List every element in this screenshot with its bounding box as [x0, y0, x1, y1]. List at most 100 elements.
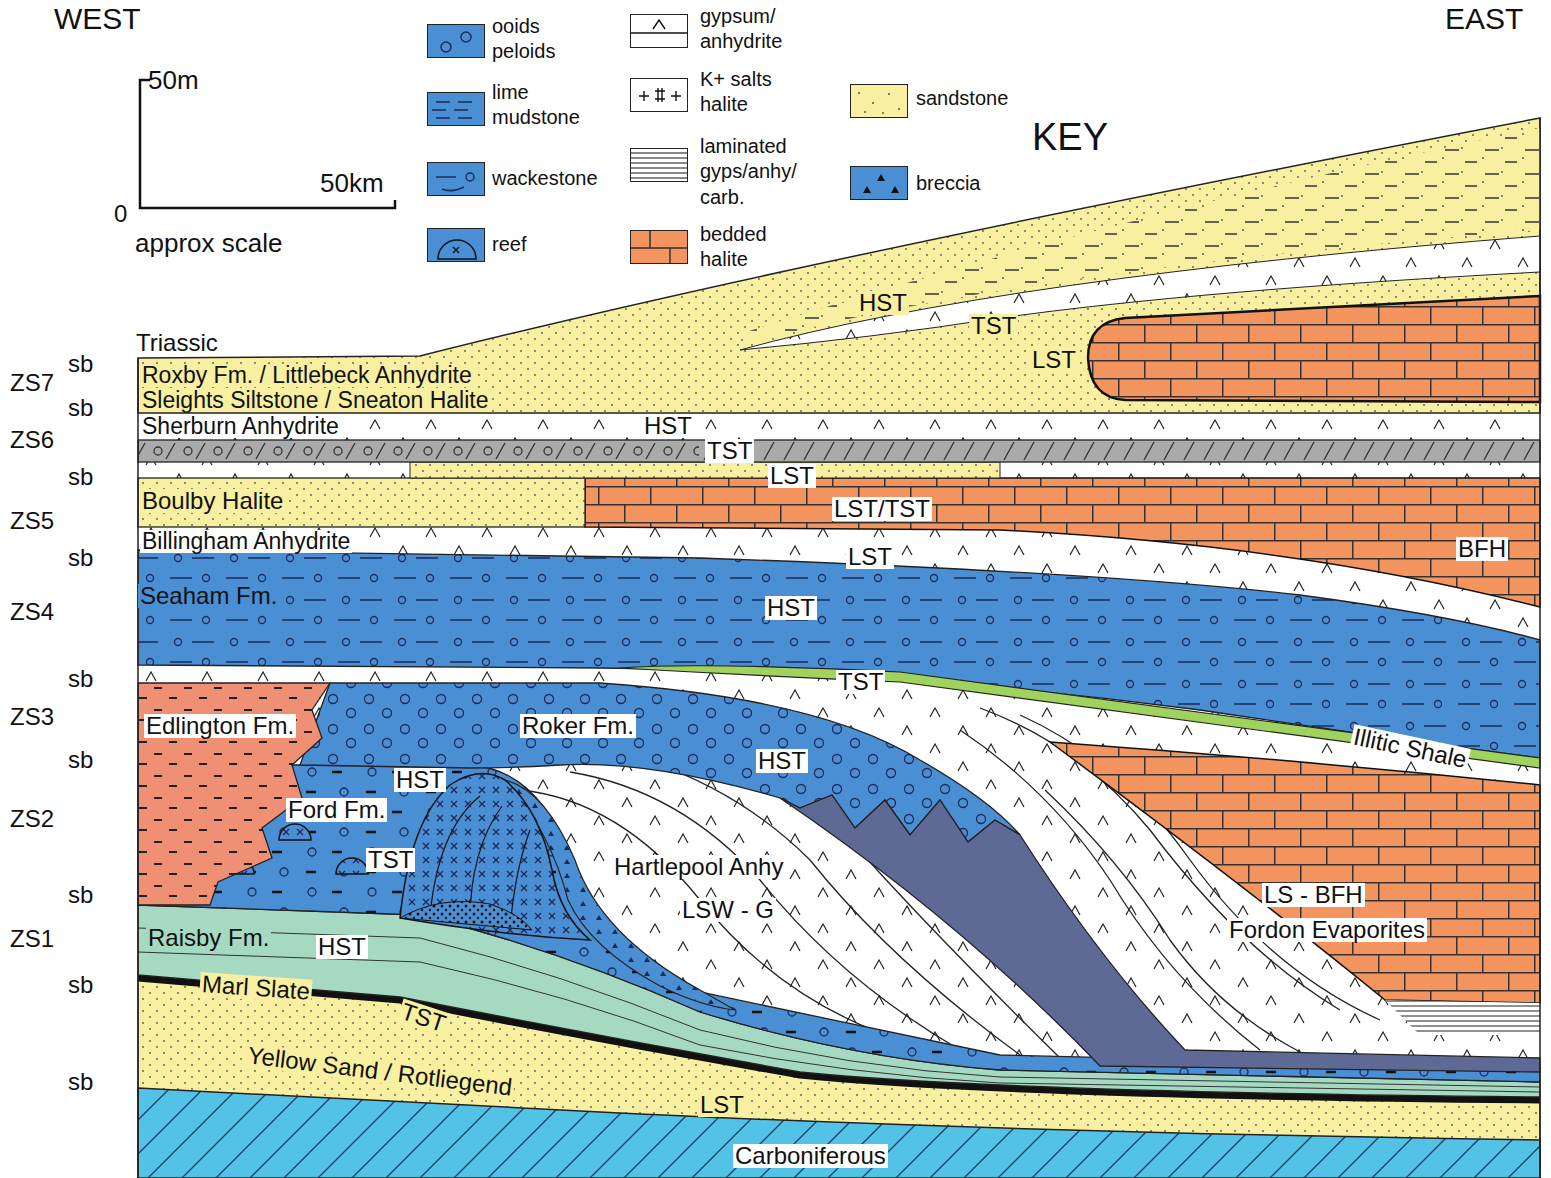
legend-swatch [630, 78, 688, 112]
reef-base [400, 901, 532, 930]
systems-tract: HST [316, 935, 368, 959]
systems-tract: HST [642, 414, 694, 438]
zs6-oolite [139, 441, 699, 461]
legend-text: laminated gyps/anhy/ carb. [700, 134, 815, 210]
direction: WEST [52, 4, 143, 34]
laminated-evaporite [1385, 1000, 1540, 1035]
systems-tract: LST [846, 545, 894, 569]
sequence-name: ZS2 [8, 807, 56, 831]
seaham-formation [138, 550, 1540, 758]
legend-text: K+ salts halite [700, 67, 795, 118]
unit-name: Carboniferous [733, 1144, 888, 1168]
unit-name: Fordon Evaporites [1227, 918, 1427, 942]
sequence-name: ZS7 [8, 371, 56, 395]
legend-text: breccia [916, 171, 980, 196]
key-heading: KEY [1030, 118, 1110, 156]
swatch-symbol [428, 229, 485, 262]
unit-name: Roxby Fm. / Littlebeck Anhydrite [140, 364, 474, 387]
unit-name: Triassic [134, 331, 220, 355]
unit-name: Billingham Anhydrite [140, 530, 352, 553]
systems-tract: LST [698, 1093, 746, 1117]
swatch-symbol [428, 163, 485, 196]
sequence-name: ZS6 [8, 428, 56, 452]
anhydrite-ground [138, 118, 1540, 1178]
legend-swatch [427, 162, 485, 196]
systems-tract: TST [836, 670, 885, 694]
unit-name: Boulby Halite [140, 489, 285, 513]
systems-tract: HST [394, 768, 446, 792]
swatch-symbol [631, 231, 688, 264]
carboniferous [138, 1088, 1540, 1178]
legend-swatch [427, 92, 485, 126]
legend-swatch [630, 230, 688, 264]
unit-name: Sherburn Anhydrite [140, 415, 341, 438]
edlington-formation [138, 683, 330, 905]
systems-tract: HST [765, 596, 817, 620]
swatch-symbol [851, 85, 908, 118]
systems-tract: LST [768, 464, 816, 488]
sequence-boundary: sb [66, 546, 95, 570]
legend-swatch [850, 166, 908, 200]
sequence-boundary: sb [66, 396, 95, 420]
scale-text: 50km [318, 170, 386, 196]
sequence-boundary: sb [66, 748, 95, 772]
unit-name: Ford Fm. [286, 798, 387, 822]
unit-name: BFH [1456, 537, 1508, 561]
unit-name: Seaham Fm. [138, 584, 279, 608]
systems-tract: HST [857, 291, 909, 315]
boulby-halite [138, 478, 585, 527]
swatch-symbol [631, 149, 688, 182]
unit-name: Hartlepool Anhy [612, 855, 785, 879]
unit-name: LS - BFH [1262, 883, 1365, 907]
scale-text: approx scale [133, 230, 284, 256]
bedded-halite [585, 478, 1540, 607]
unit-name: LSW - G [680, 898, 776, 922]
fordon-halite [1050, 742, 1540, 1003]
systems-tract: LST [1030, 348, 1078, 372]
systems-tract: TST [969, 314, 1018, 338]
scale-text: 0 [112, 202, 129, 226]
zs6-lowstand-sand [410, 462, 1000, 478]
legend-swatch [850, 84, 908, 118]
unit-name: Roker Fm. [520, 714, 636, 738]
legend-swatch [427, 24, 485, 58]
roker-formation [300, 683, 1020, 842]
direction: EAST [1443, 4, 1525, 34]
unit-name: Sleights Siltstone / Sneaton Halite [140, 389, 490, 412]
swatch-symbol [631, 15, 688, 48]
swatch-symbol [428, 25, 485, 58]
sequence-boundary: sb [66, 352, 95, 376]
sequence-name: ZS4 [8, 600, 56, 624]
legend-text: gypsum/ anhydrite [700, 4, 810, 55]
sequence-name: ZS1 [8, 927, 56, 951]
systems-tract: TST [366, 848, 415, 872]
reef [400, 774, 590, 940]
swatch-symbol [631, 79, 688, 112]
legend-text: ooids peloids [492, 14, 582, 65]
legend-swatch [427, 228, 485, 262]
zs6-carbonate [138, 440, 1540, 462]
unit-name: Raisby Fm. [146, 926, 271, 950]
legend-text: wackestone [492, 166, 598, 191]
legend-swatch [630, 148, 688, 182]
sequence-boundary: sb [66, 973, 95, 997]
legend-text: sandstone [916, 86, 1008, 111]
scale-bar [140, 80, 395, 208]
swatch-symbol [428, 93, 485, 126]
sequence-name: ZS3 [8, 705, 56, 729]
systems-tract: HST [756, 749, 808, 773]
legend-text: lime mudstone [492, 80, 602, 131]
sequence-boundary: sb [66, 465, 95, 489]
scale-text: 50m [146, 67, 201, 93]
sneaton-halite [1088, 296, 1540, 402]
systems-tract: LST/TST [832, 497, 932, 521]
swatch-symbol [851, 167, 908, 200]
sequence-boundary: sb [66, 1070, 95, 1094]
sequence-boundary: sb [66, 667, 95, 691]
legend-text: bedded halite [700, 222, 790, 273]
triassic-sandstone [138, 118, 1540, 413]
sequence-name: ZS5 [8, 509, 56, 533]
systems-tract: TST [705, 439, 754, 463]
section-border [138, 118, 1540, 1178]
